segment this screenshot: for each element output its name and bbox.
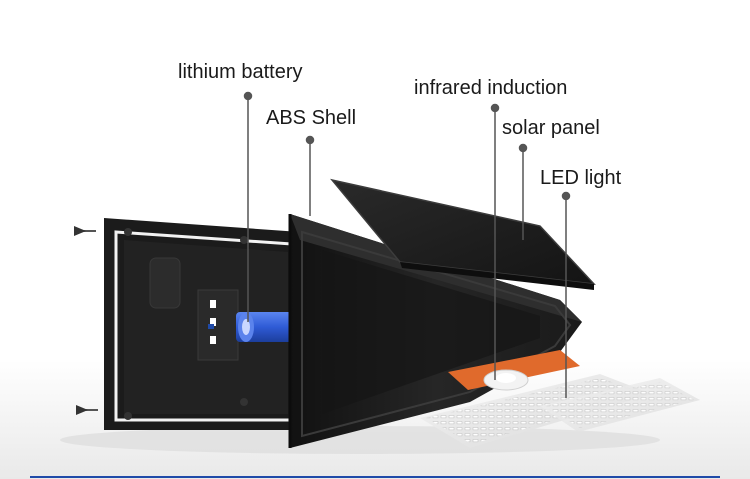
label-lithium-battery: lithium battery [178, 61, 303, 83]
label-solar-panel: solar panel [502, 117, 600, 139]
led-light-panel [420, 374, 700, 448]
back-housing [104, 218, 300, 430]
solar-panel [330, 178, 596, 290]
label-abs-shell: ABS Shell [266, 107, 357, 129]
label-led-light: LED light [540, 167, 622, 189]
bottom-accent-line [30, 476, 720, 478]
screw-bottom [76, 405, 98, 415]
callout-leaders [243, 91, 571, 398]
label-infrared-induction: infrared induction [414, 77, 568, 99]
lithium-battery [236, 312, 292, 342]
screw-top [74, 226, 96, 236]
